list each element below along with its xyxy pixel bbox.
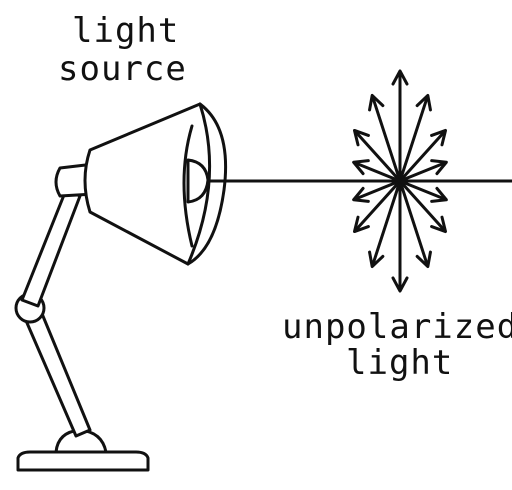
desk-lamp [16, 104, 226, 470]
unpolarized-light-label: unpolarized light [282, 307, 512, 383]
light-source-label-line1: light [72, 11, 179, 51]
lamp-upper-arm [22, 190, 80, 306]
light-source-label: light source [58, 11, 187, 89]
unpolarized-label-line1: unpolarized [282, 307, 512, 347]
light-source-label-line2: source [58, 49, 187, 89]
lamp-base [18, 452, 148, 470]
unpolarized-label-line2: light [346, 343, 453, 383]
lamp-lower-arm [24, 304, 90, 436]
